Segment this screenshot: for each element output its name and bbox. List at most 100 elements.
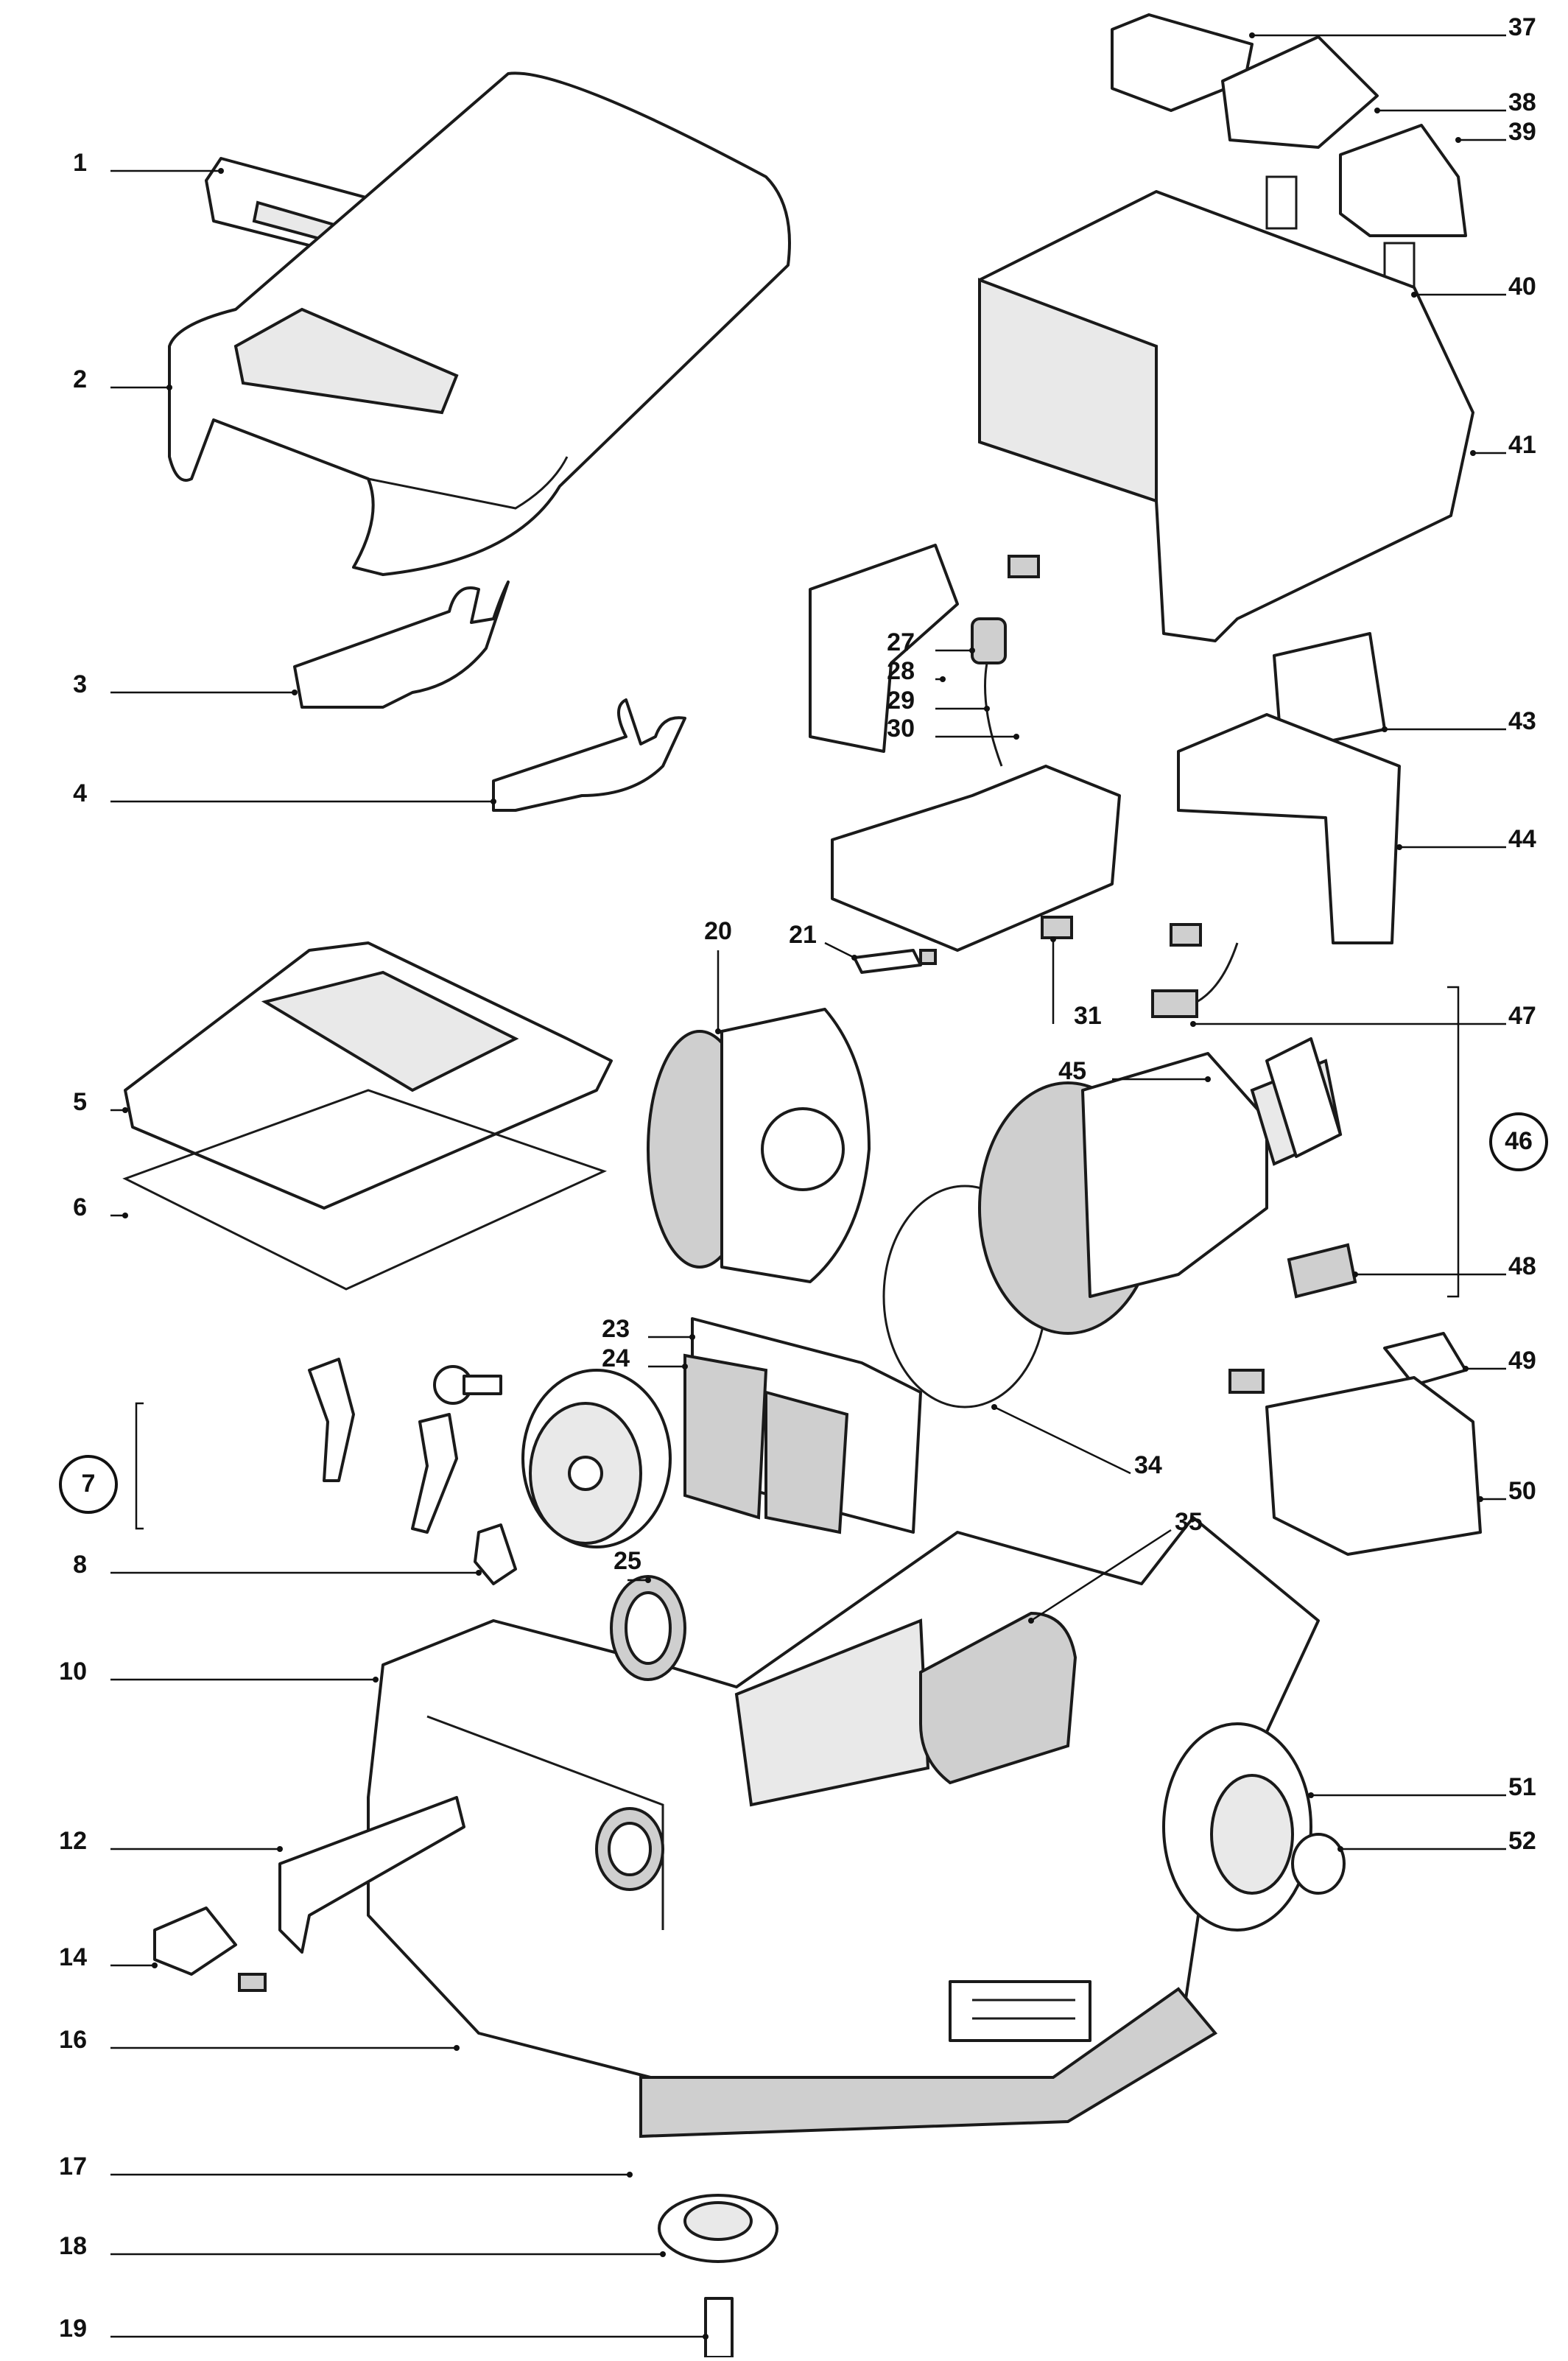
part-4-bracket <box>492 698 686 812</box>
callout-38: 38 <box>1374 88 1536 116</box>
callout-arrowhead-4 <box>491 799 496 804</box>
callout-arrowhead-16 <box>454 2045 460 2051</box>
callout-circle-46 <box>1489 1112 1548 1171</box>
callout-5: 5 <box>73 1088 128 1116</box>
callout-30: 30 <box>887 715 1019 743</box>
callout-43: 43 <box>1382 707 1536 735</box>
callout-label-52: 52 <box>1508 1827 1536 1855</box>
callout-label-4: 4 <box>73 779 87 807</box>
part-47-sensor <box>1151 942 1239 1018</box>
callout-label-28: 28 <box>887 657 915 685</box>
callout-24: 24 <box>602 1344 688 1372</box>
callout-label-43: 43 <box>1508 707 1536 735</box>
callout-arrowhead-24 <box>682 1364 688 1369</box>
callout-arrowhead-30 <box>1013 734 1019 740</box>
callout-label-1: 1 <box>73 149 87 177</box>
callout-label-17: 17 <box>59 2153 87 2181</box>
group-46-bracket <box>1447 986 1460 1298</box>
callout-label-6: 6 <box>73 1193 87 1221</box>
callout-label-8: 8 <box>73 1551 87 1579</box>
callout-label-27: 27 <box>887 628 915 656</box>
part-knob <box>433 1365 502 1405</box>
callout-arrowhead-27 <box>969 648 975 653</box>
callout-arrowhead-52 <box>1337 1846 1343 1852</box>
part-41-cover-housing <box>978 190 1474 642</box>
callout-2: 2 <box>73 365 172 393</box>
part-20-cable-reel <box>647 1008 871 1283</box>
callout-1: 1 <box>73 149 224 177</box>
callout-label-46: 46 <box>1505 1127 1533 1155</box>
callout-arrowhead-20 <box>715 1028 721 1034</box>
callout-8: 8 <box>73 1551 482 1579</box>
callout-arrowhead-43 <box>1382 726 1388 732</box>
callout-4: 4 <box>73 779 496 807</box>
callout-leader-34 <box>994 1406 1131 1475</box>
callout-arrowhead-2 <box>166 385 172 390</box>
callout-44: 44 <box>1396 825 1536 853</box>
callout-17: 17 <box>59 2153 633 2181</box>
callout-arrowhead-5 <box>122 1107 128 1113</box>
callout-arrowhead-35 <box>1028 1618 1034 1624</box>
rating-label-plate <box>949 1980 1091 2042</box>
callout-arrowhead-29 <box>984 706 990 712</box>
callout-18: 18 <box>59 2232 666 2260</box>
callout-label-16: 16 <box>59 2026 87 2054</box>
callout-leader-21 <box>824 941 855 959</box>
part-49-valve <box>1383 1332 1467 1386</box>
part-3-bracket <box>293 580 510 709</box>
callout-arrowhead-19 <box>703 2334 709 2340</box>
callout-label-51: 51 <box>1508 1773 1536 1801</box>
callout-label-34: 34 <box>1134 1451 1162 1479</box>
callout-19: 19 <box>59 2315 709 2343</box>
part-35-foam <box>919 1611 1077 1785</box>
part-39-grille <box>1339 124 1467 237</box>
callout-arrowhead-28 <box>940 676 946 682</box>
callout-circle-7 <box>59 1455 118 1514</box>
callout-arrowhead-39 <box>1455 137 1461 143</box>
callout-arrowhead-6 <box>122 1213 128 1218</box>
part-48-switch <box>1287 1243 1357 1299</box>
callout-label-35: 35 <box>1175 1508 1203 1536</box>
callout-arrowhead-47 <box>1190 1021 1196 1027</box>
part-50-lower-housing <box>1228 1369 1482 1556</box>
callout-arrowhead-51 <box>1308 1792 1314 1798</box>
callout-label-44: 44 <box>1508 825 1536 853</box>
part-7-latch-group <box>308 1358 458 1534</box>
callout-label-48: 48 <box>1508 1252 1536 1280</box>
callout-52: 52 <box>1337 1827 1536 1855</box>
callout-arrowhead-18 <box>660 2251 666 2257</box>
part-2-top-hood <box>168 71 791 576</box>
callout-21: 21 <box>789 921 857 961</box>
callout-arrowhead-23 <box>689 1334 695 1340</box>
callout-label-23: 23 <box>602 1315 630 1343</box>
callout-arrowhead-44 <box>1396 844 1402 850</box>
part-19-bolt <box>704 2297 734 2359</box>
callout-label-7: 7 <box>82 1470 96 1498</box>
callout-14: 14 <box>59 1943 158 1971</box>
callout-29: 29 <box>887 687 990 715</box>
part-45-plate <box>1265 1037 1342 1158</box>
callout-arrowhead-17 <box>627 2172 633 2178</box>
part-17-ring <box>595 1807 664 1891</box>
callout-25: 25 <box>614 1547 651 1583</box>
part-25-seal <box>610 1575 686 1681</box>
callout-50: 50 <box>1477 1477 1536 1505</box>
part-38-grille <box>1221 35 1379 149</box>
callout-23: 23 <box>602 1315 695 1343</box>
group-7-bracket <box>135 1402 144 1530</box>
callout-arrowhead-21 <box>851 955 857 961</box>
callout-12: 12 <box>59 1827 283 1855</box>
callout-arrowhead-37 <box>1249 32 1255 38</box>
callout-label-18: 18 <box>59 2232 87 2260</box>
callout-label-10: 10 <box>59 1657 87 1685</box>
part-14-switch-module <box>153 1906 267 1992</box>
callout-arrowhead-31 <box>1050 936 1056 942</box>
part-46-motor-assembly <box>978 1052 1343 1335</box>
callout-label-3: 3 <box>73 670 87 698</box>
callout-arrowhead-8 <box>476 1570 482 1576</box>
callout-41: 41 <box>1470 431 1536 459</box>
part-51-side-wheel <box>1162 1722 1346 1932</box>
callout-39: 39 <box>1455 118 1536 146</box>
